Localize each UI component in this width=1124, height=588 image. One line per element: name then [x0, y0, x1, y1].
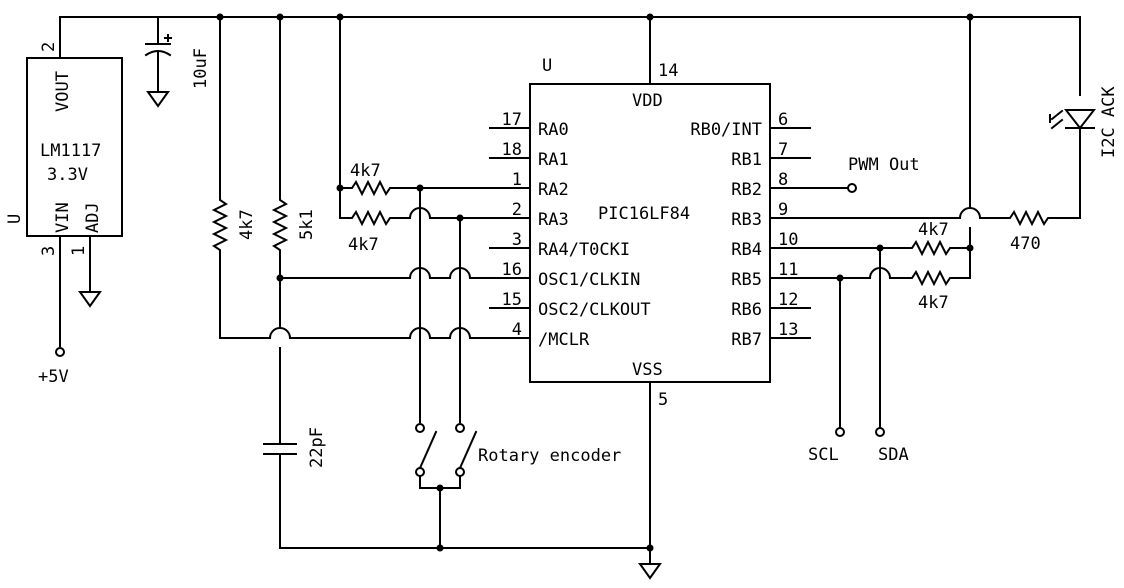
led-ack: 470 I2C ACK: [769, 86, 1119, 254]
ground-symbol: [78, 291, 102, 308]
resistor-osc-value: 5k1: [297, 209, 317, 240]
pwm-label: PWM Out: [848, 155, 920, 175]
mcu-pin-name: OSC2/CLKOUT: [538, 300, 651, 320]
capacitor-osc-value: 22pF: [307, 427, 327, 468]
mcu-pin-name: RB7: [731, 330, 762, 350]
mcu-designator: U: [542, 56, 552, 76]
mcu-vdd-pin: 14: [658, 61, 678, 81]
mcu-pin-number: 10: [778, 230, 798, 250]
mcu-pin-name: RA1: [538, 150, 569, 170]
mcu-pin-name: RB1: [731, 150, 762, 170]
mcu-pin-name: RA0: [538, 120, 569, 140]
mcu-pin-name: RB6: [731, 300, 762, 320]
mcu-pin-number: 9: [778, 200, 788, 220]
capacitor-osc: 22pF: [263, 277, 327, 549]
supply-capacitor: 10uF: [144, 16, 211, 108]
resistor-ra3-value: 4k7: [348, 235, 379, 255]
ground-symbol: [638, 563, 662, 580]
regulator-designator: U: [5, 214, 25, 224]
mcu-pin-number: 12: [778, 290, 798, 310]
resistor-rb5: 4k7: [769, 267, 971, 313]
mcu-pin-number: 11: [778, 260, 798, 280]
regulator-part: LM1117: [40, 141, 101, 161]
pullup-rail: [966, 16, 974, 279]
resistor-rb4: 4k7: [769, 220, 971, 257]
mcu-pin-name: RB4: [731, 240, 762, 260]
ground-bus: [279, 381, 662, 580]
resistor-rb4-value: 4k7: [918, 220, 949, 240]
led-label: I2C ACK: [1099, 86, 1119, 158]
plus5v-terminal: [55, 347, 65, 357]
mcu-pin-name: RA4/T0CKI: [538, 240, 630, 260]
mcu-pin-number: 6: [778, 110, 788, 130]
sda-label: SDA: [878, 445, 909, 465]
mcu-pin-number: 18: [502, 140, 522, 160]
mcu-pin-name: RA2: [538, 180, 569, 200]
mcu-pin-name: /MCLR: [538, 330, 590, 350]
scl-label: SCL: [808, 445, 839, 465]
mcu-pin-name: RB5: [731, 270, 762, 290]
rotary-encoder-label: Rotary encoder: [478, 446, 621, 466]
mcu-pin-number: 4: [512, 320, 522, 340]
resistor-osc: 5k1: [271, 16, 531, 282]
mcu-pin-name: RB2: [731, 180, 762, 200]
rotary-encoder: Rotary encoder: [415, 187, 621, 549]
vdd-rail: [59, 13, 1081, 96]
mcu-pin-name: RB3: [731, 210, 762, 230]
regulator-pin-vin: VIN: [53, 202, 73, 233]
mcu-pin-number: 13: [778, 320, 798, 340]
mcu-pin-name: RB0/INT: [690, 120, 762, 140]
mcu-pin-name: RA3: [538, 210, 569, 230]
resistor-ra2-value: 4k7: [350, 161, 381, 181]
mcu-pin-number: 7: [778, 140, 788, 160]
mcu-vss-label: VSS: [632, 360, 663, 380]
mcu-pin-name: OSC1/CLKIN: [538, 270, 640, 290]
mcu-pin-number: 15: [502, 290, 522, 310]
supply-capacitor-value: 10uF: [191, 48, 211, 89]
mcu-pin-number: 3: [512, 230, 522, 250]
mcu-vdd-label: VDD: [632, 91, 663, 111]
i2c-bus: SCL SDA: [808, 247, 909, 465]
mcu-pin-number: 2: [512, 200, 522, 220]
mcu-vss-pin: 5: [658, 390, 668, 410]
resistor-mclr-value: 4k7: [237, 209, 257, 240]
mcu-pin-number: 17: [502, 110, 522, 130]
mcu-pin-number: 16: [502, 260, 522, 280]
resistor-rb5-value: 4k7: [918, 293, 949, 313]
mcu-pin-number: 8: [778, 170, 788, 190]
pwm-output: PWM Out: [769, 155, 920, 193]
regulator-pin-num-adj: 1: [69, 246, 89, 256]
regulator-pin-num-vout: 2: [39, 42, 59, 52]
regulator-pin-adj: ADJ: [83, 202, 103, 233]
regulator-voltage: 3.3V: [47, 165, 88, 185]
regulator-pin-vout: VOUT: [53, 71, 73, 112]
mcu-pin-number: 1: [512, 170, 522, 190]
plus5v-label: +5V: [38, 367, 69, 387]
regulator-lm1117: U LM1117 3.3V VOUT VIN ADJ 2 3 1 +5V: [5, 42, 123, 387]
mcu-part: PIC16LF84: [598, 204, 690, 224]
resistor-led-value: 470: [1010, 234, 1041, 254]
ground-symbol: [146, 91, 170, 108]
regulator-pin-num-vin: 3: [39, 246, 59, 256]
